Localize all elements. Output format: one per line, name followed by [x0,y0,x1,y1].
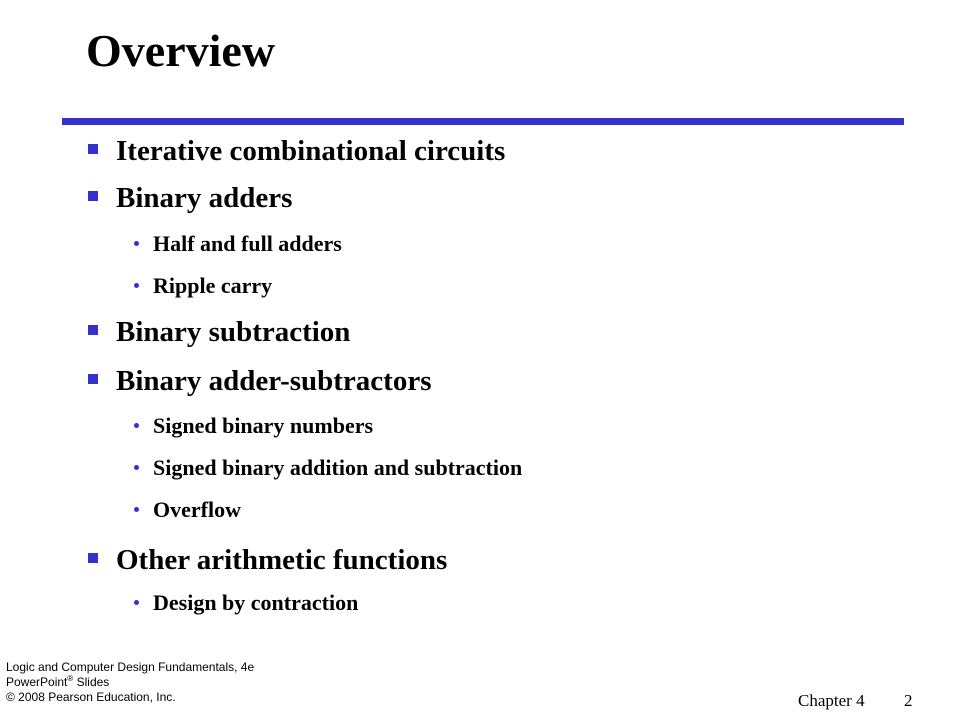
dot-bullet-icon [134,423,139,428]
bullet-text: Ripple carry [153,273,273,298]
bullet-text: Binary subtraction [116,316,351,348]
bullet-item-binary-subtraction: Binary subtraction [88,315,350,349]
footer-credit: Logic and Computer Design Fundamentals, … [6,660,254,705]
page-number: 2 [904,691,913,710]
dot-bullet-icon [134,507,139,512]
bullet-item-adder-subtractors: Binary adder-subtractors [88,364,432,398]
bullet-text: Signed binary addition and subtraction [153,455,523,480]
bullet-text: Binary adder-subtractors [116,365,432,397]
square-bullet-icon [88,325,98,335]
sub-bullet-ripple-carry: Ripple carry [134,273,272,299]
bullet-item-binary-adders: Binary adders [88,181,292,215]
dot-bullet-icon [134,241,139,246]
sub-bullet-half-full-adders: Half and full adders [134,231,342,257]
bullet-item-other-functions: Other arithmetic functions [88,543,447,577]
credit-powerpoint-line: PowerPoint® Slides [6,674,110,690]
square-bullet-icon [88,191,98,201]
bullet-item-iterative-circuits: Iterative combinational circuits [88,134,505,168]
slide-title: Overview [86,25,276,76]
dot-bullet-icon [134,465,139,470]
dot-bullet-icon [134,600,139,605]
sub-bullet-signed-addition: Signed binary addition and subtraction [134,455,522,481]
bullet-text: Overflow [153,497,241,522]
square-bullet-icon [88,144,98,154]
bullet-text: Other arithmetic functions [116,544,448,576]
bullet-text: Design by contraction [153,590,359,615]
bullet-text: Iterative combinational circuits [116,135,506,167]
bullet-text: Half and full adders [153,231,342,256]
credit-copyright: © 2008 Pearson Education, Inc. [6,690,176,704]
bullet-text: Binary adders [116,182,293,214]
registered-mark: ® [67,674,74,683]
sub-bullet-signed-numbers: Signed binary numbers [134,413,373,439]
sub-bullet-design-contraction: Design by contraction [134,590,358,616]
credit-book-title: Logic and Computer Design Fundamentals, … [6,660,255,674]
title-underline [62,118,904,125]
bullet-text: Signed binary numbers [153,413,374,438]
square-bullet-icon [88,374,98,384]
chapter-label: Chapter 4 [798,691,865,710]
sub-bullet-overflow: Overflow [134,497,241,523]
square-bullet-icon [88,553,98,563]
dot-bullet-icon [134,283,139,288]
